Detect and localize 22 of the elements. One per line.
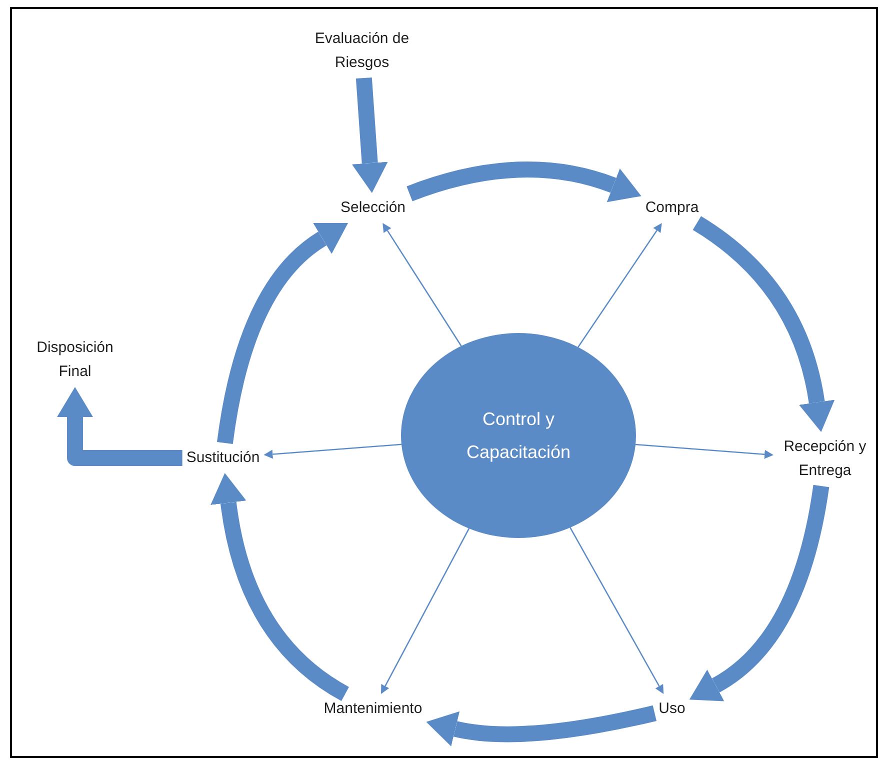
block-arrow (352, 77, 388, 193)
arrow (380, 528, 470, 694)
step-label: Selección (336, 193, 410, 223)
circle-label: Control y Capacitación (465, 408, 572, 464)
arrow (382, 223, 462, 346)
arrow (578, 223, 662, 348)
block-arrow (210, 473, 350, 701)
step-label: Disposición Final (21, 333, 129, 387)
step-label: Mantenimiento (320, 694, 426, 724)
block-arrow (690, 484, 830, 702)
step-label: Evaluación de Riesgos (308, 24, 416, 78)
block-arrow (57, 387, 182, 466)
arrow (264, 444, 402, 459)
step-label: Recepción y Entrega (774, 432, 876, 486)
arrow (570, 527, 664, 694)
step-label: Compra (641, 193, 703, 223)
block-arrow (426, 705, 656, 747)
block-arrow (692, 216, 835, 432)
step-label: Uso (654, 694, 690, 724)
arrow (636, 444, 774, 459)
block-arrow (217, 222, 348, 444)
step-label: Sustitución (182, 443, 264, 473)
